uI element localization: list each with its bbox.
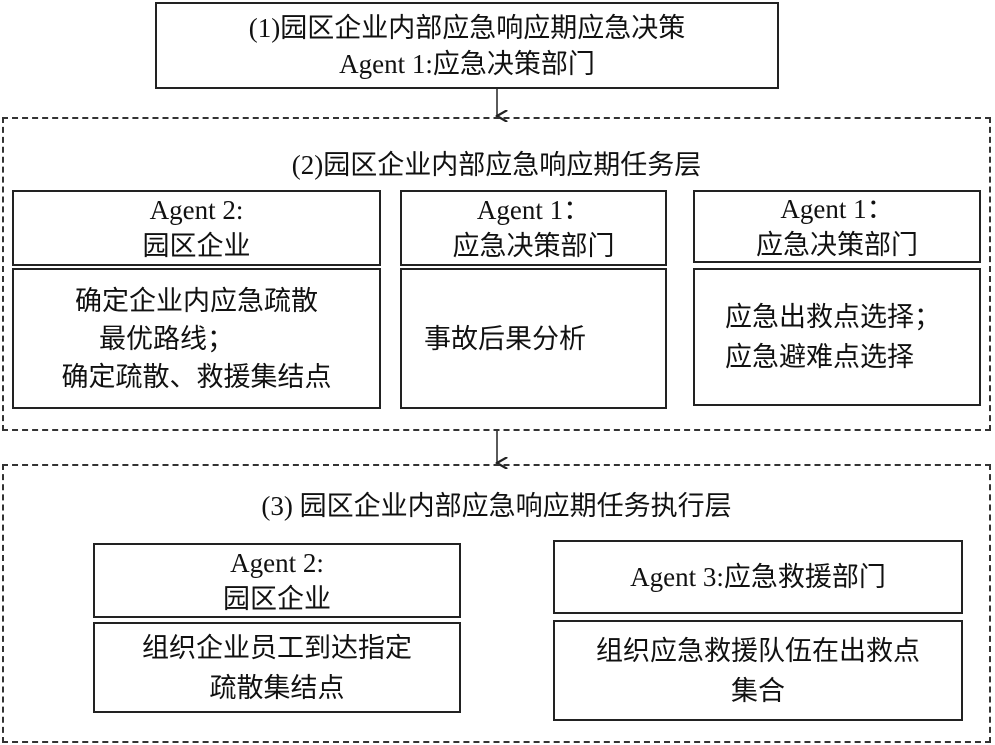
agent-label: Agent 2: (230, 547, 324, 578)
task-layer-title: (2)园区企业内部应急响应期任务层 (291, 150, 702, 180)
task-line: 事故后果分析 (424, 323, 586, 354)
agent3-exec-header: Agent 3:应急救援部门 (553, 540, 963, 614)
agent-role: 园区企业 (223, 583, 331, 614)
agent-label: Agent 2: (149, 195, 244, 225)
agent-role: 园区企业 (142, 231, 251, 261)
task-line: 应急出救点选择； (725, 302, 941, 332)
agent2-exec-header: Agent 2: 园区企业 (93, 543, 461, 618)
task-layer: (2)园区企业内部应急响应期任务层 (2, 117, 991, 431)
task-line: 确定疏散、救援集结点 (61, 361, 332, 392)
task-line: 组织应急救援队伍在出救点 (596, 635, 920, 666)
decision-agent: Agent 1:应急决策部门 (339, 48, 595, 79)
agent-role: 应急决策部门 (452, 231, 615, 261)
decision-box: (1)园区企业内部应急响应期应急决策 Agent 1:应急决策部门 (155, 2, 779, 89)
agent-label: Agent 3:应急救援部门 (630, 562, 886, 592)
agent1-header-b: Agent 1： 应急决策部门 (693, 190, 981, 263)
execution-layer-title: (3) 园区企业内部应急响应期任务执行层 (261, 491, 732, 521)
execution-layer: (3) 园区企业内部应急响应期任务执行层 (2, 464, 991, 743)
agent-label: Agent 1： (780, 193, 894, 224)
task-line: 确定企业内应急疏散 (75, 285, 318, 316)
task-line: 应急避难点选择 (725, 342, 914, 372)
agent-label: Agent 1： (476, 195, 591, 225)
agent1-task-b: 应急出救点选择； 应急避难点选择 (693, 268, 981, 406)
agent2-task: 确定企业内应急疏散 最优路线； 确定疏散、救援集结点 (12, 268, 381, 409)
decision-title: (1)园区企业内部应急响应期应急决策 (248, 12, 686, 43)
task-line: 最优路线； (99, 323, 234, 354)
task-line: 集合 (731, 675, 785, 706)
task-line: 疏散集结点 (209, 672, 345, 703)
agent2-exec-task: 组织企业员工到达指定 疏散集结点 (93, 622, 461, 713)
agent2-header: Agent 2: 园区企业 (12, 190, 381, 266)
task-line: 组织企业员工到达指定 (142, 632, 412, 663)
agent3-exec-task: 组织应急救援队伍在出救点 集合 (553, 620, 963, 721)
agent-role: 应急决策部门 (756, 229, 918, 260)
agent1-header-a: Agent 1： 应急决策部门 (400, 190, 667, 266)
agent1-task-a: 事故后果分析 (400, 268, 667, 409)
